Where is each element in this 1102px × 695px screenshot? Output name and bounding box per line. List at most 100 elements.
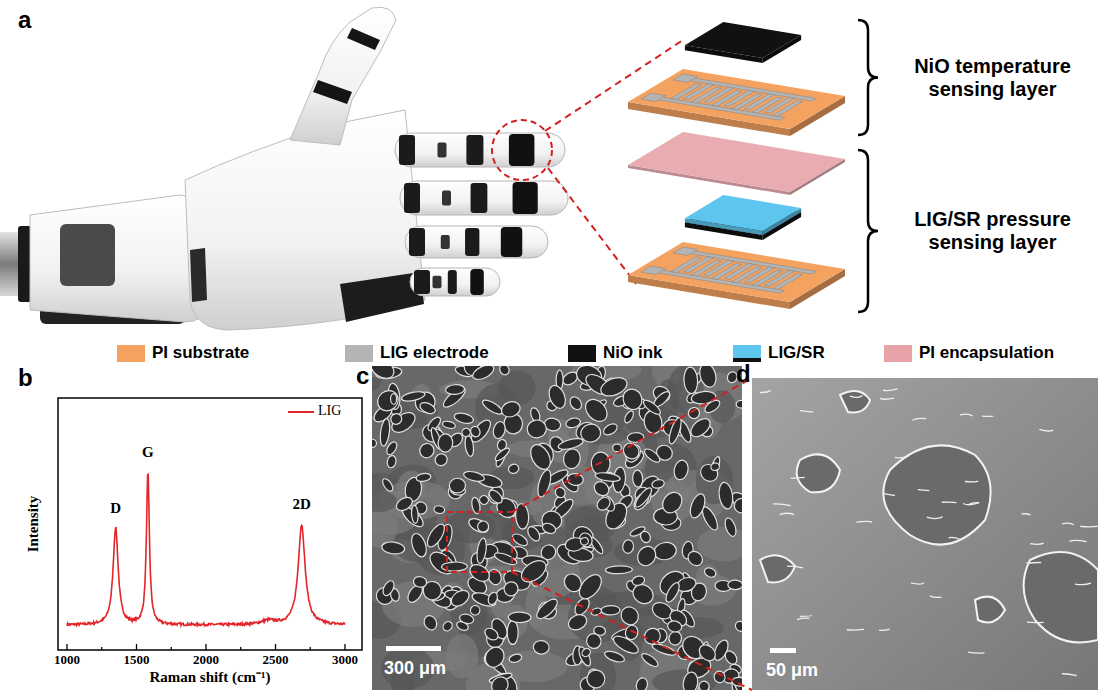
sem-pore bbox=[482, 644, 508, 671]
sem-pore bbox=[508, 653, 522, 664]
scale-bar bbox=[386, 646, 441, 651]
axis-tick bbox=[66, 644, 67, 650]
sem-feature bbox=[773, 504, 791, 506]
sem-pore bbox=[672, 459, 690, 481]
sem-pore bbox=[416, 472, 432, 482]
zoom-line bbox=[548, 168, 636, 284]
finger-joint bbox=[471, 183, 488, 213]
sem-feature bbox=[982, 415, 993, 417]
sem-pore bbox=[433, 451, 450, 468]
layer-label: NiO temperature sensing layer bbox=[895, 55, 1090, 101]
sem-feature bbox=[1080, 526, 1098, 528]
legend-text: PI substrate bbox=[152, 343, 249, 363]
sem-pore bbox=[442, 562, 468, 572]
bracket bbox=[858, 150, 878, 312]
sem-feature bbox=[963, 502, 979, 504]
sem-pore bbox=[508, 612, 531, 623]
sem-pore bbox=[448, 587, 472, 609]
sem-pore bbox=[476, 538, 488, 564]
sem-pore bbox=[595, 495, 613, 513]
sem-pore bbox=[534, 596, 561, 622]
sem-pore bbox=[685, 548, 705, 568]
tick-label: 1500 bbox=[124, 653, 150, 668]
sem-pore bbox=[445, 384, 465, 395]
sem-pore bbox=[659, 489, 686, 517]
sem-pore bbox=[734, 498, 742, 513]
finger bbox=[395, 133, 565, 167]
lig-electrode bbox=[673, 74, 697, 82]
axis-title: Raman shift (cm⁻¹) bbox=[149, 669, 270, 686]
sem-feature bbox=[912, 418, 926, 420]
sem-pore bbox=[422, 614, 439, 632]
sem-pore bbox=[562, 447, 582, 470]
sem-feature bbox=[1021, 514, 1030, 515]
fingertip-sensor bbox=[509, 134, 535, 166]
sem-feature bbox=[942, 501, 957, 503]
sem-feature bbox=[1062, 674, 1077, 676]
sem-feature bbox=[883, 389, 897, 391]
sem-pore bbox=[511, 532, 530, 548]
layer-label: LIG/SR pressure sensing layer bbox=[895, 208, 1090, 254]
sem-pore bbox=[623, 409, 635, 424]
axis-tick bbox=[205, 644, 206, 650]
sem-pore bbox=[732, 676, 742, 690]
sem-feature bbox=[960, 414, 973, 416]
sem-feature bbox=[883, 493, 895, 495]
legend-text: LIG electrode bbox=[380, 343, 489, 363]
fingertip-sensor bbox=[470, 269, 484, 295]
sem-feature bbox=[847, 629, 864, 631]
sem-pore bbox=[374, 386, 403, 415]
scale-bar bbox=[770, 648, 796, 653]
sem-pore bbox=[703, 566, 718, 579]
palm-joint bbox=[190, 248, 207, 302]
sem-feature bbox=[949, 537, 961, 539]
finger-sensor bbox=[433, 276, 442, 288]
sem-pore bbox=[441, 620, 454, 633]
sem-pore bbox=[417, 441, 437, 461]
sem-pore bbox=[381, 477, 395, 493]
sem-pore bbox=[507, 463, 520, 475]
legend-swatch bbox=[733, 345, 761, 362]
sem-pore bbox=[493, 551, 518, 567]
finger-sensor bbox=[441, 235, 450, 249]
sem-pore bbox=[533, 640, 550, 655]
finger-joint bbox=[448, 270, 457, 294]
sem-pore bbox=[635, 677, 649, 690]
sem-pore bbox=[372, 439, 377, 448]
sem-pore bbox=[729, 674, 742, 690]
sem-feature bbox=[918, 490, 930, 491]
peak-label: G bbox=[142, 444, 154, 461]
sem-pore bbox=[577, 645, 593, 667]
finger-joint bbox=[465, 228, 479, 256]
sem-pore bbox=[611, 633, 641, 657]
sem-pore bbox=[478, 494, 490, 506]
sem-pore bbox=[710, 462, 721, 472]
sem-pore bbox=[386, 455, 397, 469]
sem-pore bbox=[733, 619, 742, 633]
lig-electrode bbox=[764, 97, 794, 113]
lig-electrode bbox=[744, 94, 774, 110]
sem-pore bbox=[433, 505, 445, 514]
sem-feature bbox=[856, 521, 872, 523]
axis-tick bbox=[171, 647, 172, 650]
lig-electrode bbox=[704, 87, 734, 103]
legend-swatch bbox=[568, 345, 596, 362]
sem-pore bbox=[713, 670, 726, 684]
lig-electrode bbox=[641, 266, 665, 274]
lig-electrode bbox=[724, 263, 754, 279]
sem-pore bbox=[467, 516, 491, 535]
sem-pore bbox=[620, 440, 642, 462]
sem-feature bbox=[800, 411, 813, 412]
finger bbox=[400, 181, 568, 215]
finger bbox=[405, 226, 548, 258]
sem-pore bbox=[728, 580, 742, 590]
pi-substrate bbox=[628, 242, 845, 302]
sem-pore bbox=[499, 399, 522, 419]
sem-pore bbox=[717, 481, 734, 509]
legend-text: LIG/SR bbox=[768, 343, 825, 363]
sem-pore bbox=[618, 604, 642, 628]
lig-electrode bbox=[704, 260, 734, 276]
sem-pore bbox=[412, 575, 427, 588]
sem-pore bbox=[441, 385, 468, 410]
sem-feature bbox=[800, 615, 812, 617]
